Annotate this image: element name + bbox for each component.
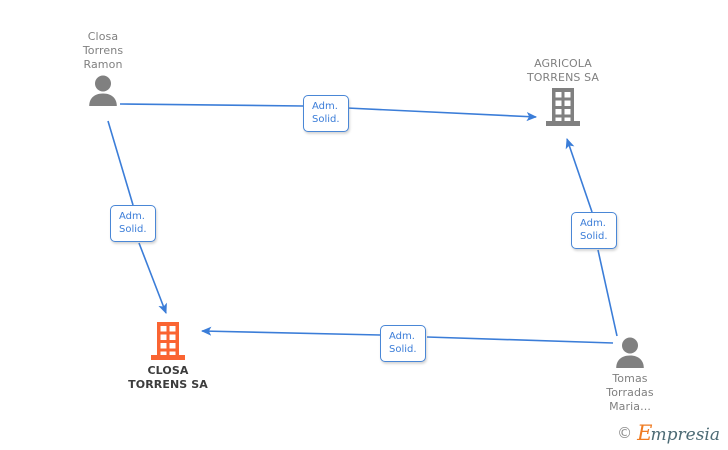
brand-name: mpresia bbox=[650, 425, 721, 445]
node-tomas-torradas-maria[interactable]: Tomas Torradas Maria... bbox=[550, 336, 710, 413]
node-closa-torrens-sa[interactable]: CLOSA TORRENS SA bbox=[88, 322, 248, 392]
person-icon bbox=[23, 74, 183, 107]
empresia-watermark: © E mpresia bbox=[617, 423, 720, 444]
node-label: CLOSA TORRENS SA bbox=[128, 364, 208, 391]
edge-label-adm-solid[interactable]: Adm. Solid. bbox=[571, 212, 617, 249]
node-label: AGRICOLA TORRENS SA bbox=[526, 57, 600, 84]
brand-initial: E bbox=[637, 421, 653, 445]
node-label: Tomas Torradas Maria... bbox=[606, 372, 654, 413]
node-label: Closa Torrens Ramon bbox=[82, 30, 124, 71]
edge-label-adm-solid[interactable]: Adm. Solid. bbox=[110, 205, 156, 242]
person-icon bbox=[550, 336, 710, 368]
edge-label-adm-solid[interactable]: Adm. Solid. bbox=[303, 95, 349, 132]
building-icon bbox=[88, 322, 248, 360]
node-agricola-torrens-sa[interactable]: AGRICOLA TORRENS SA bbox=[483, 57, 643, 126]
edge-label-adm-solid[interactable]: Adm. Solid. bbox=[380, 325, 426, 362]
building-icon bbox=[483, 87, 643, 126]
copyright-icon: © bbox=[617, 424, 633, 442]
node-closa-torrens-ramon[interactable]: Closa Torrens Ramon bbox=[23, 30, 183, 107]
